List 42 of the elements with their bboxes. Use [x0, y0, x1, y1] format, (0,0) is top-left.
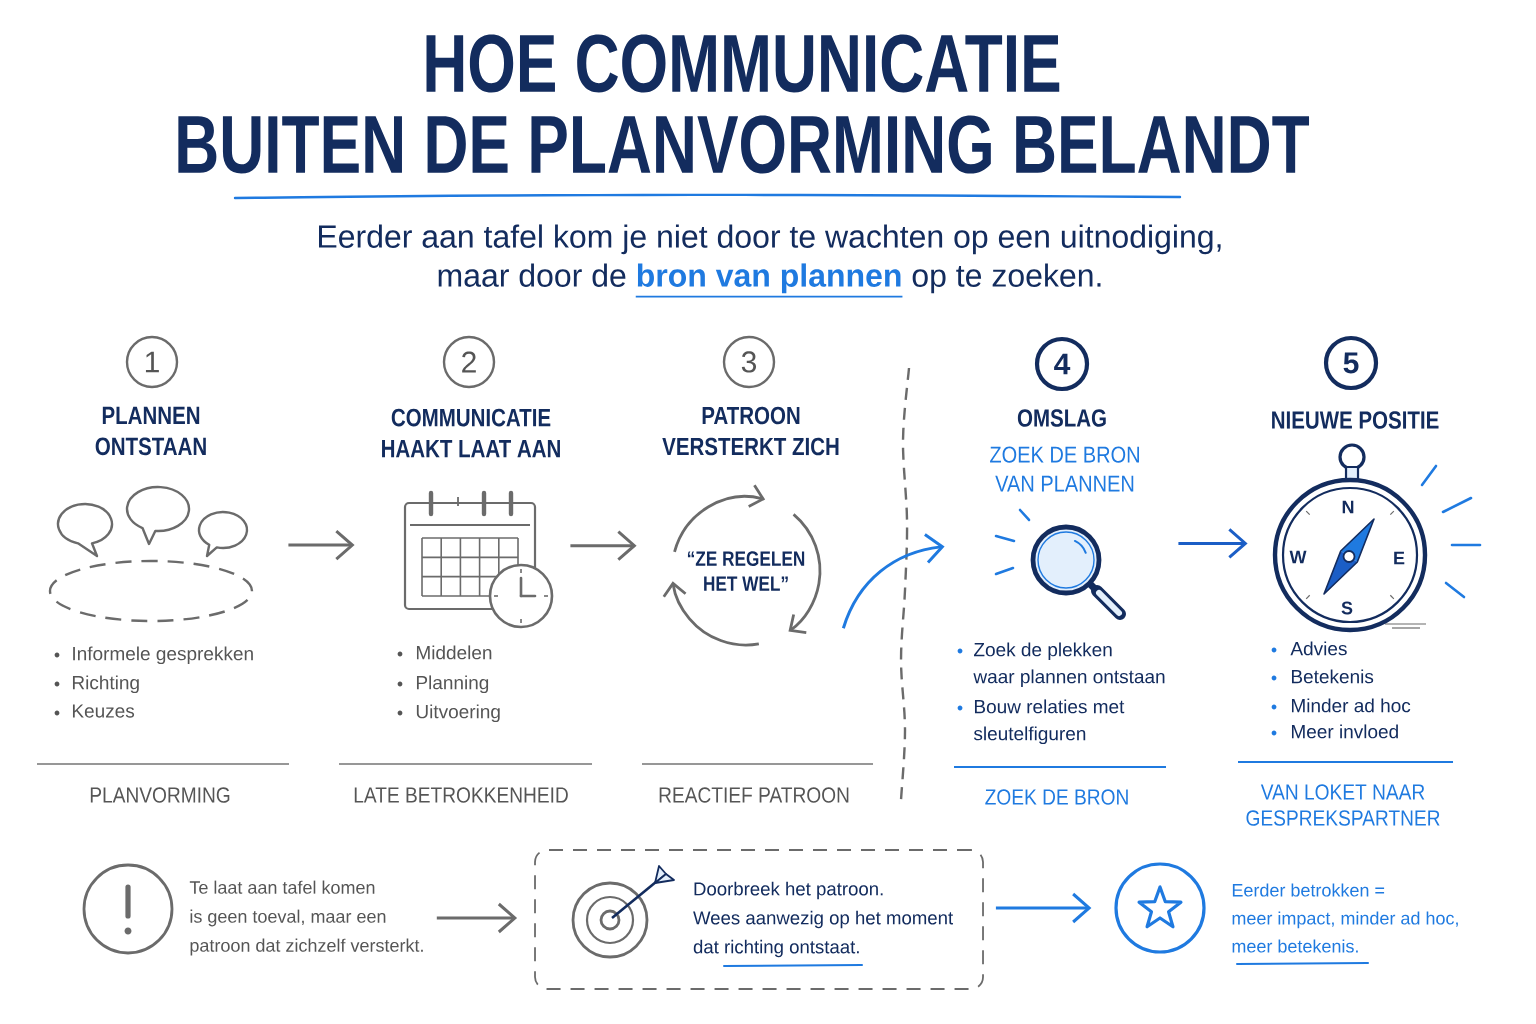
step-heading: COMMUNICATIE HAAKT LAAT AAN — [382, 408, 560, 458]
step-number: 2 — [442, 335, 496, 389]
bullet-text: Betekenis — [1292, 669, 1374, 684]
compass-letter: N — [1342, 500, 1354, 514]
title: HOE COMMUNICATIE BUITEN DE PLANVORMING BELANDT — [178, 34, 1310, 174]
compass-letter: W — [1289, 550, 1307, 564]
step-number: 5 — [1323, 335, 1379, 391]
arrow — [1178, 528, 1248, 559]
subtitle: Eerder aan tafel kom je niet door te wachten op een uitnodiging, maar door de bron van plannen op te zoeken. — [319, 224, 1221, 298]
curved-arrow — [841, 533, 945, 629]
step-heading: NIEUWE POSITIE — [1272, 411, 1439, 429]
step-heading: PLANNEN ONTSTAAN — [95, 406, 206, 456]
calendar-clock — [403, 490, 554, 629]
compass-letter: S — [1341, 601, 1353, 615]
bullet-text: Keuzes — [72, 704, 135, 718]
step-number: 4 — [1034, 336, 1090, 392]
bullet-text: Bouw relaties met sleutelfiguren — [973, 699, 1125, 745]
note-text: Te laat aan tafel komen is geen toeval, maar een patroon dat zichzelf versterkt. — [189, 880, 423, 956]
compass-letter: E — [1394, 551, 1405, 565]
arrow — [570, 530, 637, 561]
step-footer: ZOEK DE BRON — [985, 789, 1128, 805]
step-number: 3 — [722, 335, 776, 389]
step-footer: PLANVORMING — [90, 787, 230, 803]
cycle-arrows: “ZE REGELEN HET WEL” — [662, 484, 822, 647]
note-text: Eerder betrokken = meer impact, minder ad hoc, meer betekenis. — [1232, 883, 1458, 953]
dashed-box: Doorbreek het patroon. Wees aanwezig op het moment dat richting ontstaat. — [534, 849, 984, 990]
magnifier — [994, 508, 1126, 620]
bullet-text: Meer invloed — [1292, 724, 1398, 739]
step-heading: PATROON VERSTERKT ZICH — [662, 406, 839, 456]
arrow — [288, 529, 355, 561]
bullet-text: Minder ad hoc — [1292, 698, 1411, 713]
arrow — [995, 892, 1092, 924]
bullet-text: Zoek de plekken waar plannen ontstaan — [973, 642, 1165, 688]
step-footer: LATE BETROKKENHEID — [354, 787, 568, 803]
bullet-text: Richting — [72, 675, 139, 694]
step-footer: REACTIEF PATROON — [659, 787, 849, 803]
step-number: 1 — [125, 335, 179, 389]
arrow — [436, 902, 518, 934]
speech-bubbles — [48, 485, 254, 623]
bullet-text: Uitvoering — [416, 704, 500, 723]
bullet-text: Planning — [417, 675, 489, 694]
compass — [1272, 443, 1482, 633]
